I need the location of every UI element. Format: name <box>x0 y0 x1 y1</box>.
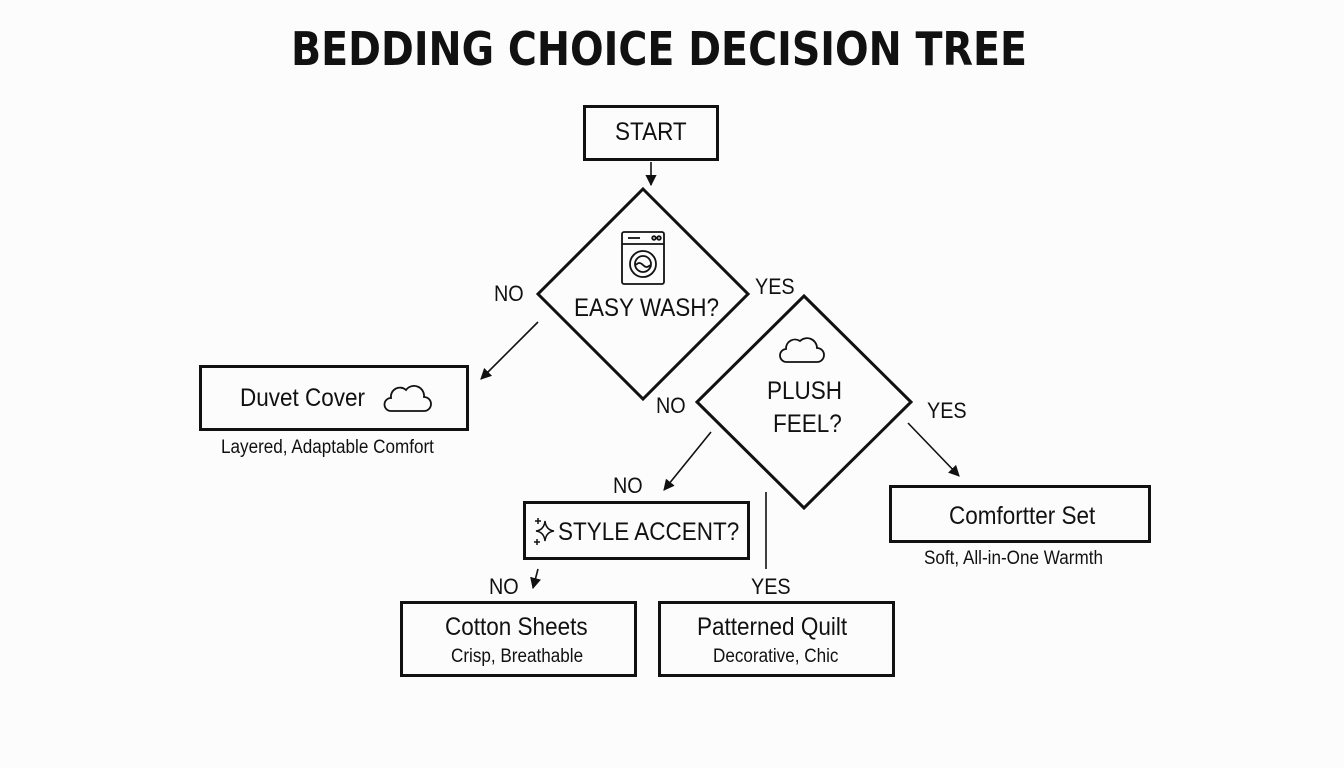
duvet-cover-label: Duvet Cover <box>240 384 366 412</box>
duvet-cover-caption: Layered, Adaptable Comfort <box>221 437 434 458</box>
edge-plush-no <box>663 431 712 491</box>
cotton-sheets-caption: Crisp, Breathable <box>451 646 584 667</box>
plush-no-top-label: NO <box>656 393 686 418</box>
plush-feel-diamond <box>694 293 914 511</box>
cloud-icon <box>383 385 432 412</box>
plush-no-bottom-label: NO <box>613 473 643 498</box>
edge-plush-yes <box>907 422 960 477</box>
wash-yes-label: YES <box>755 274 795 299</box>
edge-style-no <box>530 568 541 590</box>
wash-no-label: NO <box>494 281 524 306</box>
comforter-set-label: Comfortter Set <box>949 502 1096 530</box>
patterned-quilt-node <box>658 601 895 677</box>
easy-wash-label: EASY WASH? <box>574 294 720 322</box>
washing-machine-icon <box>621 231 665 285</box>
style-accent-node <box>523 501 750 560</box>
sparkle-icon <box>534 518 555 545</box>
comforter-set-caption: Soft, All-in-One Warmth <box>924 548 1103 569</box>
cloud-icon <box>779 337 825 363</box>
plush-yes-label: YES <box>927 398 967 423</box>
start-label: START <box>615 118 687 146</box>
patterned-quilt-caption: Decorative, Chic <box>713 646 839 667</box>
edge-wash-no <box>480 321 539 380</box>
style-accent-label: STYLE ACCENT? <box>558 518 740 546</box>
cotton-sheets-node <box>400 601 637 677</box>
style-yes-label: YES <box>751 574 791 599</box>
cotton-sheets-label: Cotton Sheets <box>445 613 588 641</box>
comforter-set-node <box>889 485 1151 543</box>
plush-feel-label-line2: FEEL? <box>773 410 842 438</box>
patterned-quilt-label: Patterned Quilt <box>697 613 848 641</box>
style-no-label: NO <box>489 574 519 599</box>
start-node <box>583 105 719 161</box>
easy-wash-diamond <box>535 186 751 402</box>
plush-feel-label-line1: PLUSH <box>767 377 843 405</box>
diagram-title: BEDDING CHOICE DECISION TREE <box>290 22 1028 76</box>
duvet-cover-node <box>199 365 469 431</box>
